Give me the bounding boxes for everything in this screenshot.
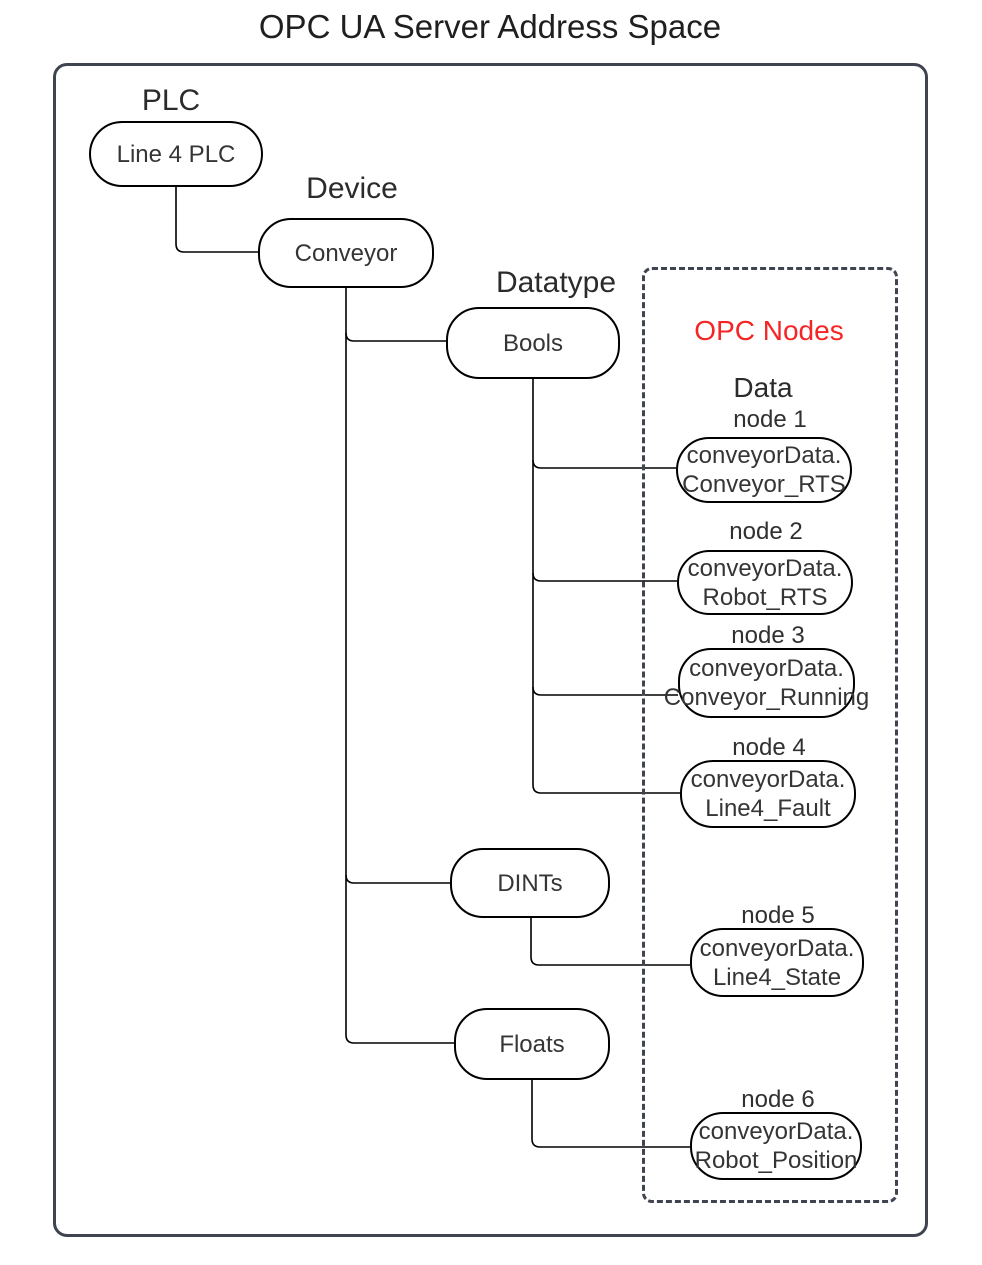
conveyor-text: Conveyor — [294, 239, 398, 267]
opc-nodes-boundary — [642, 267, 898, 1203]
label-datatype: Datatype — [495, 266, 617, 299]
caption-node-5: node 5 — [741, 902, 815, 929]
bools-text: Bools — [502, 329, 564, 357]
label-opc-nodes: OPC Nodes — [694, 315, 844, 346]
label-plc: PLC — [141, 84, 201, 117]
opc-node-1-line1: conveyorData. — [686, 442, 842, 469]
opc-node-3-line2: Conveyor_Running — [663, 684, 870, 711]
opc-node-6-line1: conveyorData. — [698, 1118, 854, 1145]
opc-node-2-line2: Robot_RTS — [702, 583, 828, 611]
opc-node-4-line1: conveyorData. — [690, 766, 846, 793]
opc-node-pill-6: conveyorData. Robot_Position — [690, 1112, 862, 1180]
diagram-title: OPC UA Server Address Space — [258, 8, 722, 45]
opc-node-pill-5: conveyorData. Line4_State — [690, 928, 864, 997]
caption-node-4: node 4 — [732, 734, 806, 761]
caption-node-3: node 3 — [731, 622, 805, 649]
datatype-pill-floats: Floats — [454, 1008, 610, 1080]
node-pill-conveyor: Conveyor — [258, 218, 434, 288]
opc-node-2-line1: conveyorData. — [687, 554, 843, 582]
datatype-pill-bools: Bools — [446, 307, 620, 379]
opc-node-pill-2: conveyorData. Robot_RTS — [677, 550, 853, 615]
opc-node-1-line2: Conveyor_RTS — [682, 471, 846, 498]
opc-node-4-line2: Line4_Fault — [705, 795, 831, 822]
opc-node-5-line1: conveyorData. — [699, 934, 855, 962]
address-space-frame — [53, 63, 928, 1237]
opc-node-6-line2: Robot_Position — [694, 1147, 858, 1174]
label-device: Device — [306, 172, 398, 205]
opc-node-3-line1: conveyorData. — [689, 655, 844, 682]
datatype-pill-dints: DINTs — [450, 848, 610, 918]
label-data: Data — [733, 372, 793, 403]
caption-node-2: node 2 — [729, 518, 803, 545]
caption-node-6: node 6 — [741, 1086, 815, 1113]
opc-node-pill-1: conveyorData. Conveyor_RTS — [676, 437, 852, 503]
line4-plc-text: Line 4 PLC — [116, 140, 236, 168]
dints-text: DINTs — [497, 869, 563, 897]
floats-text: Floats — [499, 1030, 565, 1058]
node-pill-line4-plc: Line 4 PLC — [89, 121, 263, 187]
opc-node-pill-4: conveyorData. Line4_Fault — [680, 760, 856, 828]
opc-node-pill-3: conveyorData. Conveyor_Running — [664, 648, 869, 718]
opc-node-5-line2: Line4_State — [712, 963, 842, 991]
caption-node-1: node 1 — [733, 406, 807, 433]
